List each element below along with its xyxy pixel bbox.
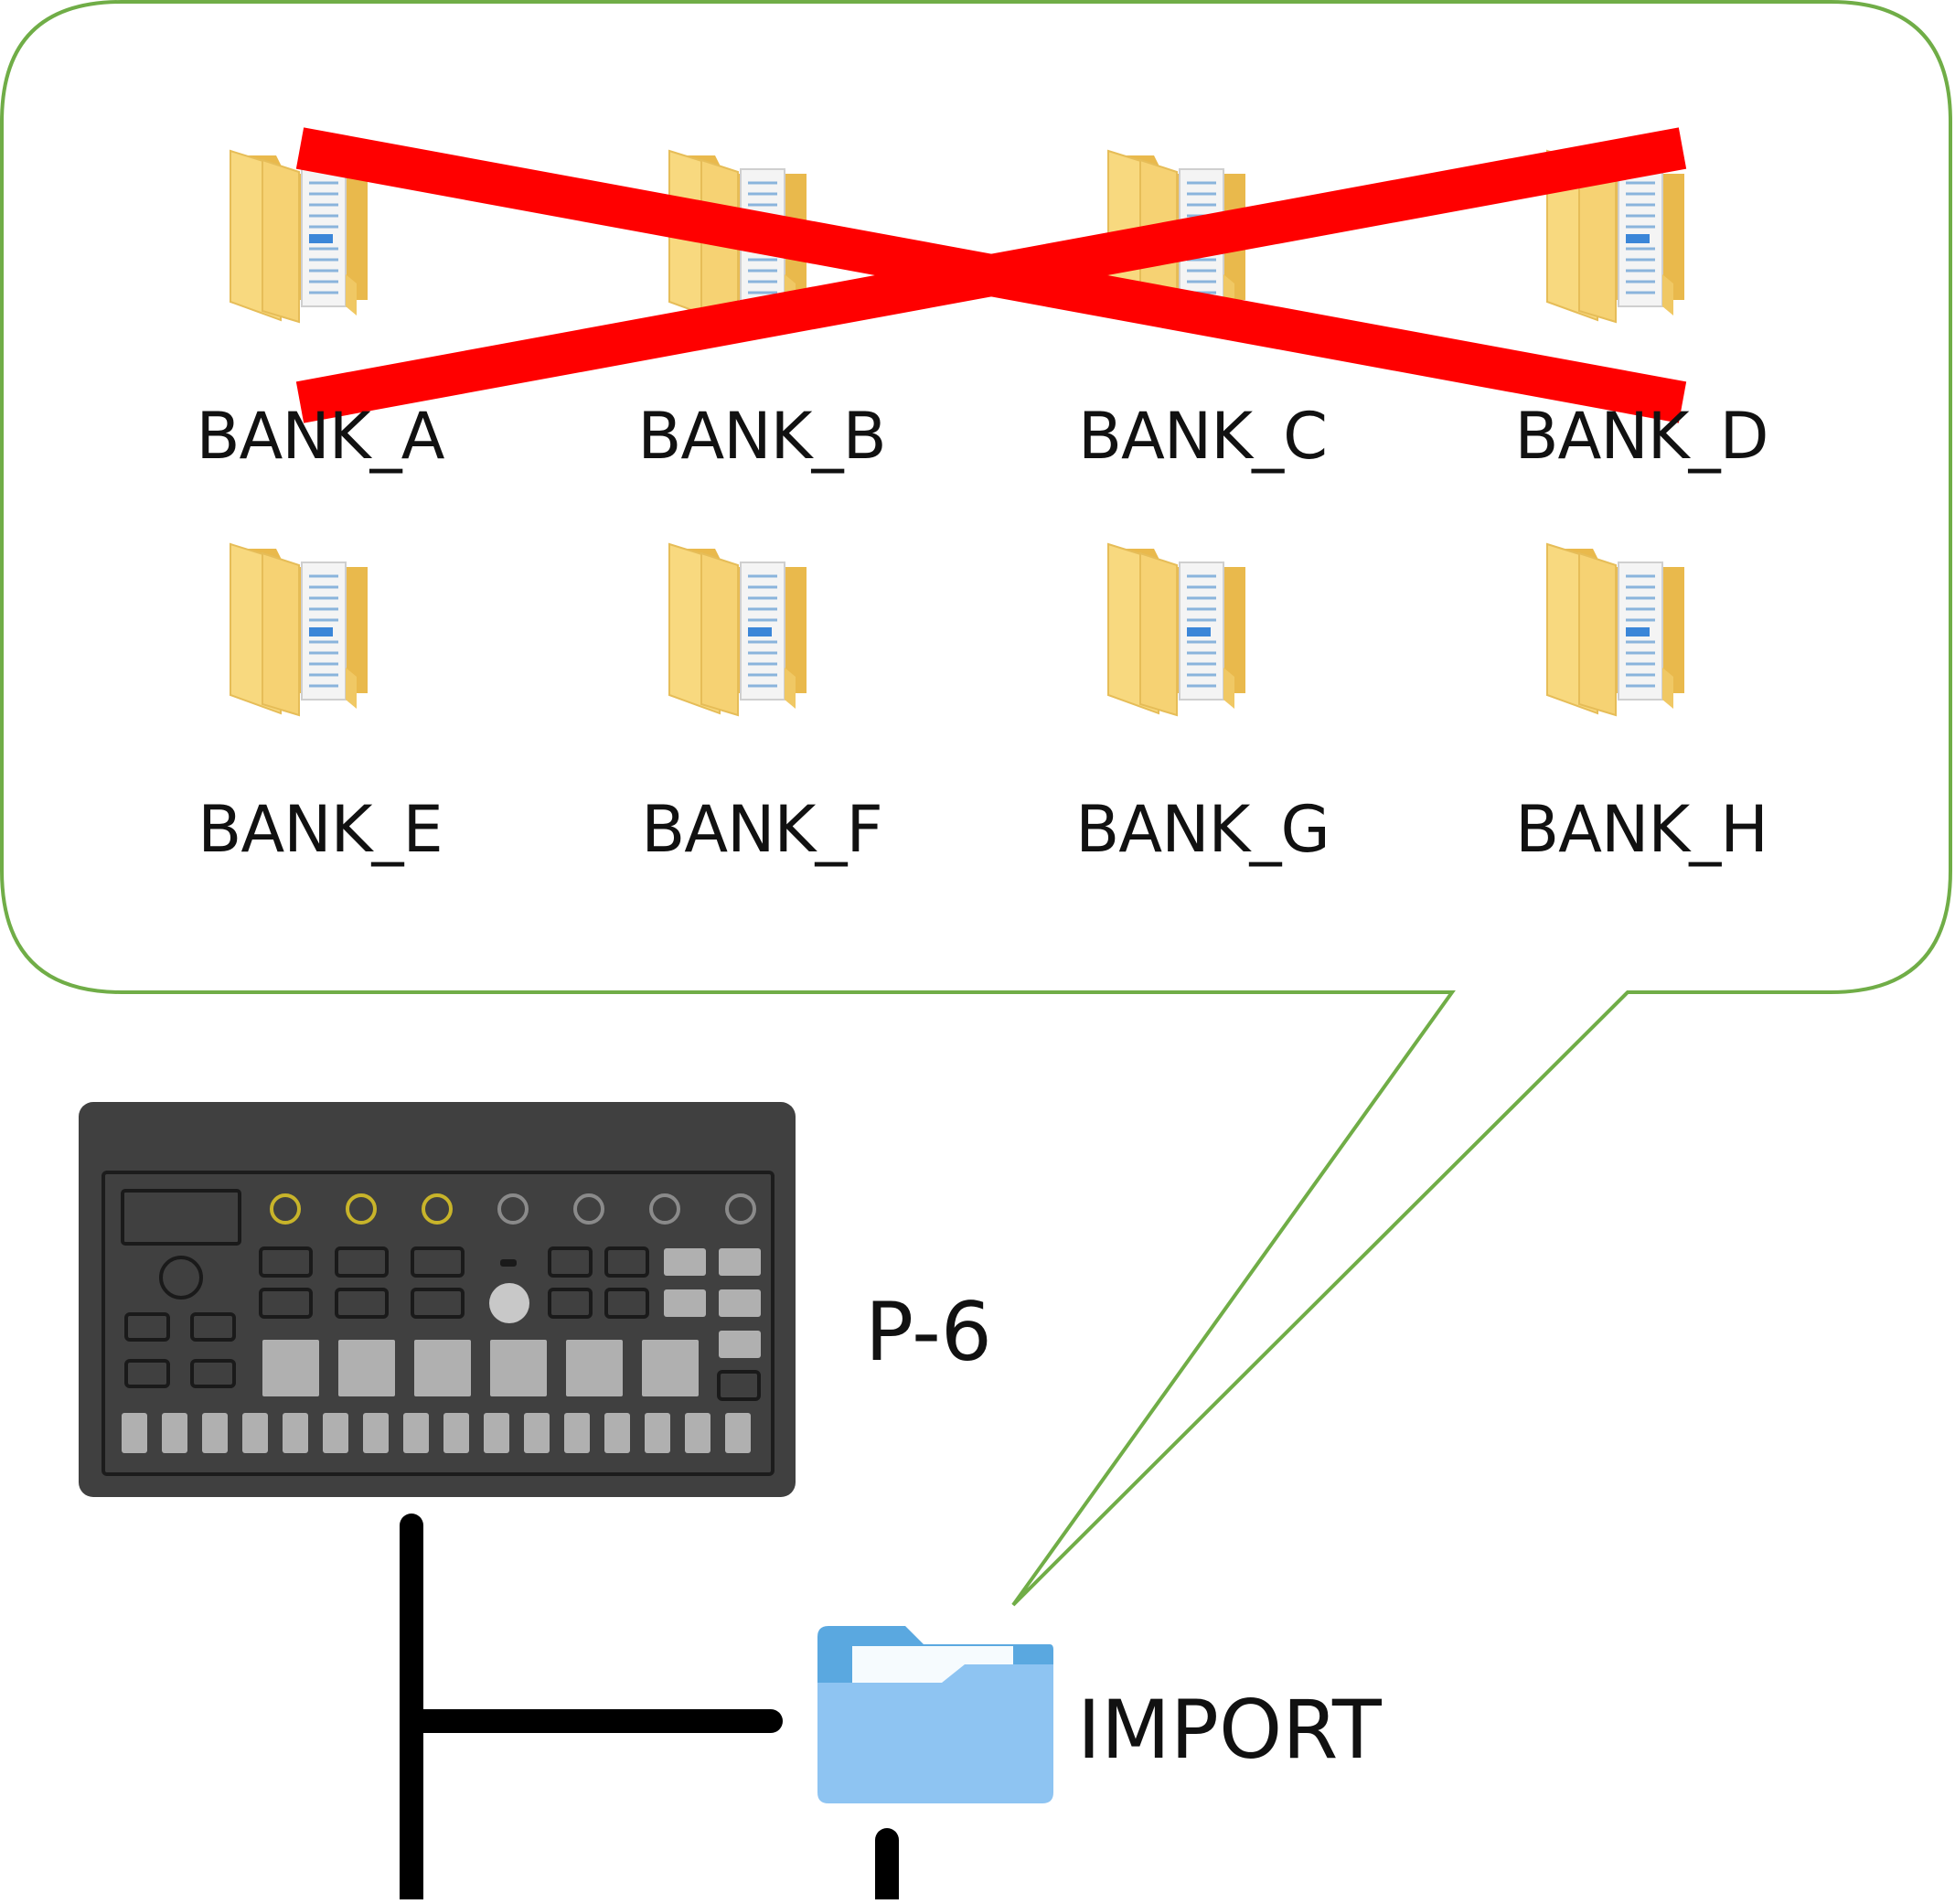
import-folder-label[interactable]: IMPORT <box>1077 1683 1382 1777</box>
sampler-device-icon <box>79 1102 796 1497</box>
bank-label-e[interactable]: BANK_E <box>198 792 443 867</box>
bank-label-f[interactable]: BANK_F <box>641 792 882 867</box>
bank-label-c[interactable]: BANK_C <box>1077 399 1328 474</box>
cross-out-mark <box>295 127 1687 423</box>
bank-folder-icon-h[interactable] <box>1545 542 1686 717</box>
folder-icon[interactable] <box>817 1626 1053 1803</box>
bank-folder-icon-g[interactable] <box>1106 542 1247 717</box>
bank-label-g[interactable]: BANK_G <box>1075 792 1330 867</box>
bank-folder-icon-e[interactable] <box>229 542 369 717</box>
bank-label-d[interactable]: BANK_D <box>1514 399 1768 474</box>
bank-label-h[interactable]: BANK_H <box>1515 792 1768 867</box>
bank-label-a[interactable]: BANK_A <box>196 399 444 474</box>
device-label: P-6 <box>865 1285 992 1379</box>
folder-tree-lines <box>400 1514 899 1904</box>
callout-bubble <box>0 0 1952 1607</box>
bank-folder-icon-f[interactable] <box>668 542 808 717</box>
bank-label-b[interactable]: BANK_B <box>637 399 886 474</box>
